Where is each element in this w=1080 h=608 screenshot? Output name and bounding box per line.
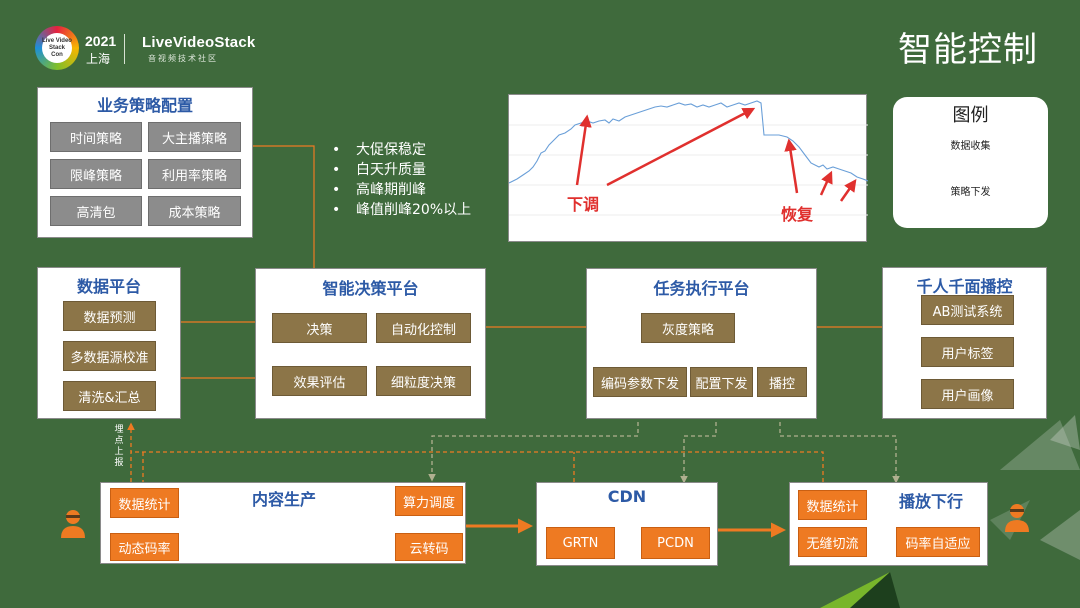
strategy-item-hd-pack: 高清包	[50, 196, 142, 226]
legend-panel: 图例 数据收集 策略下发	[893, 97, 1048, 228]
chart-annotation-arrows	[575, 107, 857, 202]
decision-item-evaluation: 效果评估	[272, 366, 367, 396]
strategy-item-big-anchor: 大主播策略	[148, 122, 241, 152]
connector-strategy-to-decision	[252, 145, 315, 268]
decision-item-decide: 决策	[272, 313, 367, 343]
brand-name: LiveVideoStack	[142, 34, 256, 51]
personalization-title: 千人千面播控	[916, 277, 1013, 296]
content-item-dynamic-bitrate: 动态码率	[110, 533, 179, 561]
cdn-panel: CDN GRTN PCDN	[536, 482, 718, 566]
goal-bullet: 白天升质量	[330, 160, 471, 180]
decision-platform-title: 智能决策平台	[322, 279, 419, 298]
playback-item-seamless-switch: 无缝切流	[798, 527, 867, 557]
data-item-calibration: 多数据源校准	[63, 341, 156, 371]
header-divider	[124, 34, 125, 64]
anchor-person-icon	[61, 510, 85, 538]
viewer-person-icon	[1005, 504, 1029, 532]
buried-report-label: 埋点上报	[114, 425, 124, 468]
goal-bullet: 高峰期削峰	[330, 180, 471, 200]
decision-item-fine-grained: 细粒度决策	[376, 366, 471, 396]
strategy-title: 业务策略配置	[96, 96, 193, 115]
personalization-item-user-profile: 用户画像	[921, 379, 1014, 409]
strategy-item-time: 时间策略	[50, 122, 142, 152]
legend-title: 图例	[952, 105, 989, 126]
logo-line-1: Live Video	[42, 37, 72, 44]
playback-title: 播放下行	[898, 492, 963, 511]
legend-dispatch-label: 策略下发	[950, 187, 991, 198]
chart-gridlines	[509, 124, 868, 216]
cdn-item-grtn: GRTN	[546, 527, 615, 559]
conference-logo: Live Video Stack Con	[35, 26, 79, 70]
cdn-title: CDN	[607, 487, 647, 506]
traffic-series-line	[508, 100, 869, 184]
data-item-cleaning: 清洗&汇总	[63, 381, 156, 411]
goal-bullet-list: 大促保稳定 白天升质量 高峰期削峰 峰值削峰20%以上	[330, 140, 471, 220]
content-item-stats: 数据统计	[110, 488, 179, 518]
logo-line-3: Con	[51, 51, 63, 58]
data-platform-title: 数据平台	[76, 277, 141, 296]
task-item-encode-params: 编码参数下发	[593, 367, 687, 397]
task-platform-panel: 任务执行平台 灰度策略 编码参数下发 配置下发 播控	[586, 268, 817, 419]
strategy-panel: 业务策略配置 时间策略 大主播策略 限峰策略 利用率策略 高清包 成本策略	[37, 87, 253, 238]
data-platform-panel: 数据平台 数据预测 多数据源校准 清洗&汇总	[37, 267, 181, 419]
goal-bullet: 大促保稳定	[330, 140, 471, 160]
decision-platform-panel: 智能决策平台 决策 自动化控制 效果评估 细粒度决策	[255, 268, 486, 419]
task-item-play-control: 播控	[757, 367, 807, 397]
task-item-config: 配置下发	[690, 367, 753, 397]
personalization-item-ab-test: AB测试系统	[921, 295, 1014, 325]
playback-panel: 数据统计 播放下行 无缝切流 码率自适应	[789, 482, 988, 566]
strategy-item-cost: 成本策略	[148, 196, 241, 226]
data-item-forecast: 数据预测	[63, 301, 156, 331]
strategy-item-peak-limit: 限峰策略	[50, 159, 142, 189]
traffic-chart	[508, 100, 869, 216]
personalization-panel: 千人千面播控 AB测试系统 用户标签 用户画像	[882, 267, 1047, 419]
conference-city: 上海	[86, 52, 111, 66]
cdn-item-pcdn: PCDN	[641, 527, 710, 559]
strategy-item-utilization: 利用率策略	[148, 159, 241, 189]
brand-subtitle: 音视频技术社区	[148, 54, 218, 63]
task-item-gray-release: 灰度策略	[641, 313, 735, 343]
connector-collect-dashed	[127, 422, 824, 482]
legend-collect-label: 数据收集	[950, 141, 991, 152]
conference-year: 2021	[85, 33, 117, 49]
content-item-cloud-transcode: 云转码	[395, 533, 463, 561]
page-title: 智能控制	[898, 30, 1038, 70]
logo-line-2: Stack	[48, 44, 65, 51]
playback-item-bitrate-adaptive: 码率自适应	[896, 527, 980, 557]
content-item-compute-scheduling: 算力调度	[395, 486, 463, 516]
goal-bullet: 峰值削峰20%以上	[330, 200, 471, 220]
content-production-panel: 数据统计 内容生产 算力调度 动态码率 云转码	[100, 482, 466, 564]
connector-data-decision	[181, 321, 255, 379]
content-production-title: 内容生产	[251, 490, 316, 509]
playback-item-stats: 数据统计	[798, 490, 867, 520]
task-platform-title: 任务执行平台	[653, 279, 750, 298]
connector-pipeline	[466, 518, 786, 538]
chart-label-down: 下调	[567, 195, 600, 214]
personalization-item-user-tags: 用户标签	[921, 337, 1014, 367]
decision-item-automation: 自动化控制	[376, 313, 471, 343]
traffic-chart-panel: 下调 恢复	[508, 94, 869, 242]
chart-label-recover: 恢复	[781, 205, 814, 224]
